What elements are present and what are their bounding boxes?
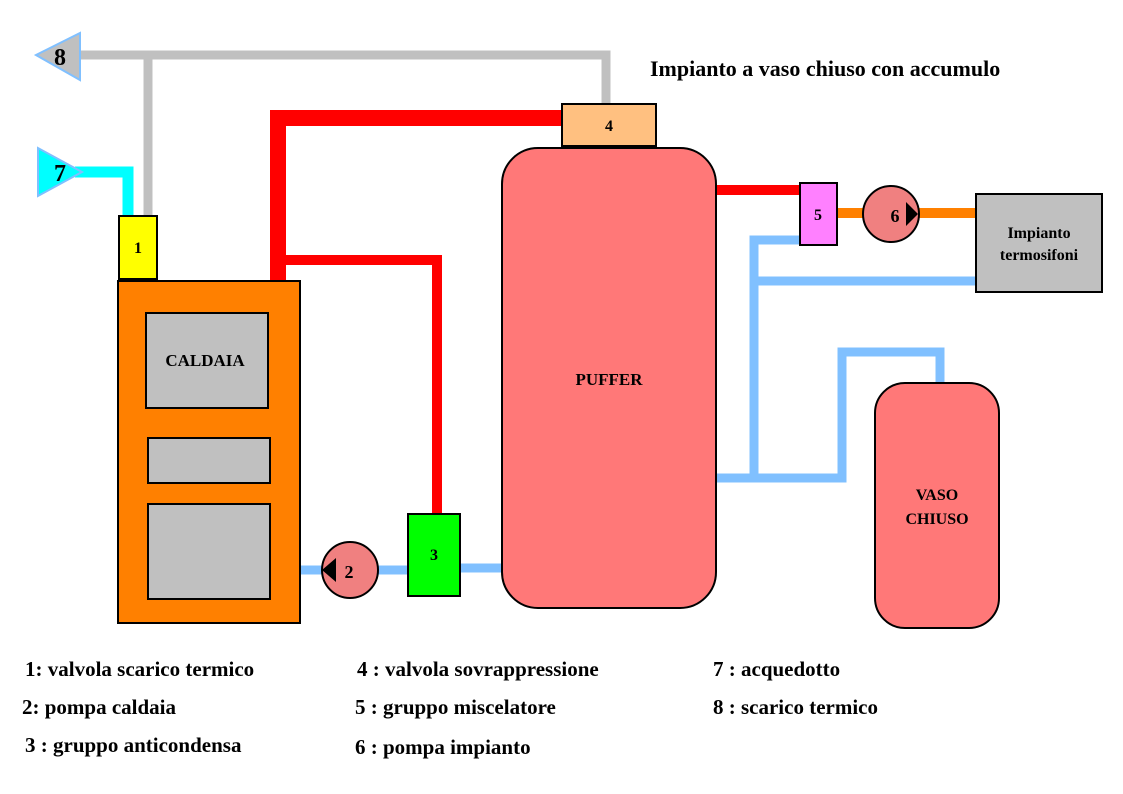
legend-item: 3 : gruppo anticondensa [25,733,242,757]
anticondensation-group-3: 3 [407,513,461,597]
svg-text:7: 7 [54,161,66,187]
svg-text:CALDAIA: CALDAIA [165,351,245,370]
legend-item: 5 : gruppo miscelatore [355,695,556,719]
legend-item: 4 : valvola sovrappressione [357,657,599,681]
svg-text:CHIUSO: CHIUSO [905,511,968,528]
svg-text:termosifoni: termosifoni [1000,247,1079,264]
svg-text:2: 2 [345,562,354,582]
discharge-arrow-8: 8 [33,31,81,82]
boiler-flow-pipe [270,110,562,281]
legend-item: 6 : pompa impianto [355,735,531,759]
return-pipes [300,235,976,575]
svg-text:PUFFER: PUFFER [575,370,643,389]
svg-text:1: 1 [134,240,142,257]
svg-text:Impianto: Impianto [1007,225,1070,242]
water-inlet-pipe [75,166,134,216]
thermal-discharge-valve-1: 1 [118,215,158,280]
puffer-tank: PUFFER [501,147,717,609]
legend-item: 2: pompa caldaia [22,695,177,719]
svg-text:3: 3 [430,547,438,564]
boiler-caldaia: CALDAIA [117,280,301,624]
diagram-title: Impianto a vaso chiuso con accumulo [650,56,1001,81]
svg-text:8: 8 [54,45,66,71]
overpressure-valve-4: 4 [561,103,657,147]
svg-text:VASO: VASO [916,487,958,504]
mixer-group-5: 5 [799,182,838,246]
svg-text:6: 6 [891,206,900,226]
system-pump-6: 6 [862,185,920,243]
legend-item: 8 : scarico termico [713,695,878,719]
svg-text:4: 4 [605,118,613,135]
legend-item: 7 : acquedotto [713,657,841,681]
anticondensation-pipe [286,255,442,514]
radiator-system: Impianto termosifoni [975,193,1103,293]
svg-text:5: 5 [814,207,822,224]
legend-item: 1: valvola scarico termico [25,657,255,681]
boiler-pump-2: 2 [321,541,379,599]
closed-expansion-vessel: VASO CHIUSO [874,382,1000,629]
water-inlet-arrow-7: 7 [37,146,85,198]
discharge-pipe [75,50,611,216]
